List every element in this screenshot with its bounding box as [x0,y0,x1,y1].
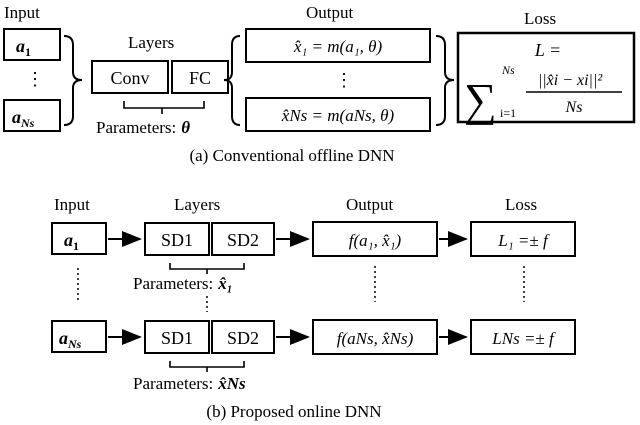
bottom-row1-loss: L₁ =± f [497,231,550,250]
bottom-row1-sd2: SD2 [227,230,259,250]
top-input-box-first [3,28,61,61]
top-loss-lhs: L = [534,40,561,60]
top-loss-denominator: Ns [565,99,583,116]
bottom-row1-params-underbrace [169,263,245,274]
top-output-last: x̂Ns = m(aNs, θ) [281,106,395,125]
bottom-output-label: Output [346,195,394,214]
top-layer-fc: FC [189,68,211,88]
bottom-row2-loss: LNs =± f [491,329,556,348]
bottom-row1-output: f(a₁, x̂₁) [349,231,402,250]
top-loss-sum-lower: i=1 [500,106,516,120]
top-loss-numerator: ||x̂i − xi||² [538,72,603,89]
top-params-underbrace [123,101,205,114]
top-conv-box [91,60,169,94]
bottom-row1-output-box [312,221,438,257]
bottom-input-label: Input [54,195,90,214]
bottom-row1-input: a1 [64,230,79,253]
bottom-loss-label: Loss [505,195,537,214]
top-loss-box [456,31,636,124]
bottom-row2-sd1: SD1 [161,328,193,348]
top-loss-sum-upper: Ns [501,63,515,77]
bottom-layers-label: Layers [174,195,220,214]
top-caption: (a) Conventional offline DNN [189,146,394,165]
bottom-row2-sd1-box [144,320,210,354]
bottom-row2-output-box [312,319,438,355]
top-output-label: Output [306,3,354,22]
top-output-box-last [245,97,431,132]
bottom-row2-sd2: SD2 [227,328,259,348]
top-layer-conv: Conv [110,68,149,88]
top-loss-brace [435,35,455,126]
bottom-row1-sd1: SD1 [161,230,193,250]
bottom-row1-input-box [51,222,107,255]
top-input-label: Input [4,3,40,22]
bottom-row1-sd2-box [211,222,275,256]
top-input-brace [63,35,83,126]
top-output-vdots: ⋮ [335,70,353,90]
top-input-vdots: ⋮ [26,69,44,89]
bottom-row1-params: Parameters:x̂₁ [133,274,233,293]
bottom-row2-output: f(aNs, x̂Ns) [337,329,414,348]
top-input-box-last [3,99,61,132]
bottom-row1-loss-box [470,221,576,257]
top-output-box-first [245,28,431,63]
bottom-caption: (b) Proposed online DNN [206,402,381,421]
top-output-first: x̂₁ = m(a₁, θ) [293,37,383,56]
top-input-last: aNs [12,107,35,130]
bottom-row2-input-box [51,320,107,353]
top-params: Parameters:θ [96,118,190,137]
top-loss-sum: ∑ [464,74,497,125]
bottom-row2-loss-box [470,319,576,355]
bottom-row2-input: aNs [59,328,82,351]
top-layers-label: Layers [128,33,174,52]
top-output-brace [223,35,241,126]
bottom-row1-sd1-box [144,222,210,256]
top-loss-label: Loss [524,9,556,28]
bottom-row2-params: Parameters:x̂Ns [133,374,246,393]
bottom-row2-sd2-box [211,320,275,354]
top-input-first: a1 [16,36,31,59]
top-fc-box [171,60,229,94]
bottom-row2-params-underbrace [169,361,245,372]
